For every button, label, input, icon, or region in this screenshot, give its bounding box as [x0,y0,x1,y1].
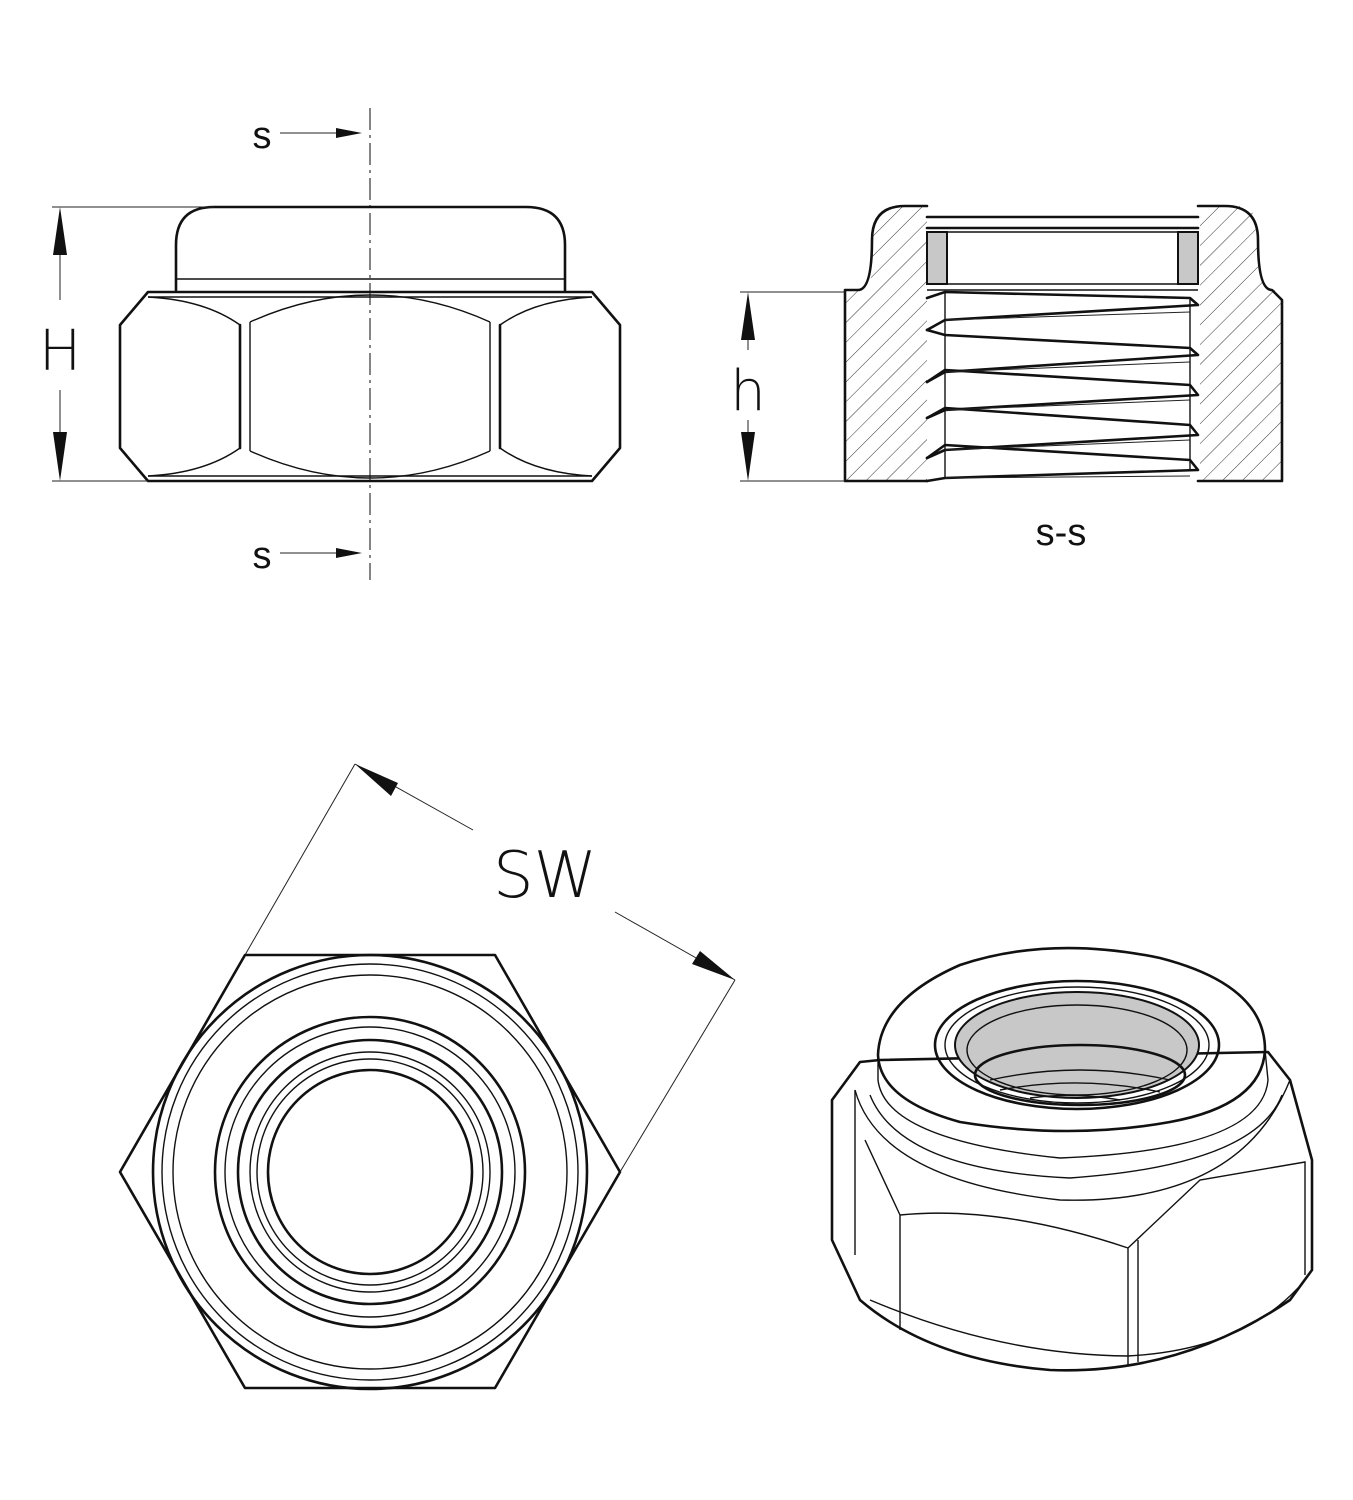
section-outline [843,204,1284,483]
section-arrow-top [336,128,362,138]
section-mark-bottom: s [253,535,272,577]
insert-circle-inner [249,1051,491,1293]
isometric-view [830,946,1314,1372]
collar-circle-mid [213,1015,527,1329]
iso-collar-band2 [869,1094,1283,1179]
iso-hex-top-chamfer [854,1079,1291,1201]
iso-bore [973,1043,1187,1107]
dim-sw-arrow-left [355,764,398,796]
nylon-insert-left [926,231,948,285]
collar-circle-mid2 [224,1026,516,1318]
iso-rim-outer [933,979,1221,1111]
bore-circle [266,1068,474,1276]
iso-collar-outline [876,946,1267,1133]
section-arrow-bottom [336,548,362,558]
bore-circle-outer [256,1058,484,1286]
collar-circle-outer [172,974,568,1370]
dim-h2-arrow-bottom [741,432,755,481]
chamfer-circle-outer [151,953,589,1391]
iso-bore-thread [989,1069,1171,1101]
dim-sw-ext-left [244,763,356,956]
dim-sw-arrow-right [692,951,735,980]
hex-face-right [499,296,593,477]
iso-hex-outline [830,1050,1314,1372]
dim-h-arrow-bottom [53,432,67,481]
hex-face-center [249,294,491,479]
iso-rim-inner [944,986,1210,1104]
iso-hex-edges [831,1090,1306,1365]
hex-face-left [147,296,241,477]
nylon-insert-right [1177,231,1199,285]
internal-thread [925,290,1200,483]
chamfer-circle-inner [161,963,579,1381]
iso-collar-band [877,1049,1269,1159]
dim-h-arrow-top [53,207,67,255]
dim-label-H: H [39,319,81,384]
top-view: SW [118,763,736,1391]
hex-top-outline [118,953,622,1390]
front-view: s s H [39,108,622,580]
dim-label-h: h [730,359,766,424]
hex-body-outline [118,290,622,483]
iso-hex-bottom-chamfer [869,1287,1299,1357]
insert-circle-outer [236,1038,504,1306]
dim-label-SW: SW [493,839,597,913]
dim-sw-ext-right [619,979,736,1173]
section-title: s-s [1036,512,1087,554]
nylon-collar-outline [174,205,567,292]
dim-h2-arrow-top [741,292,755,340]
section-mark-top: s [253,115,272,157]
section-view: h s-s [730,204,1284,554]
